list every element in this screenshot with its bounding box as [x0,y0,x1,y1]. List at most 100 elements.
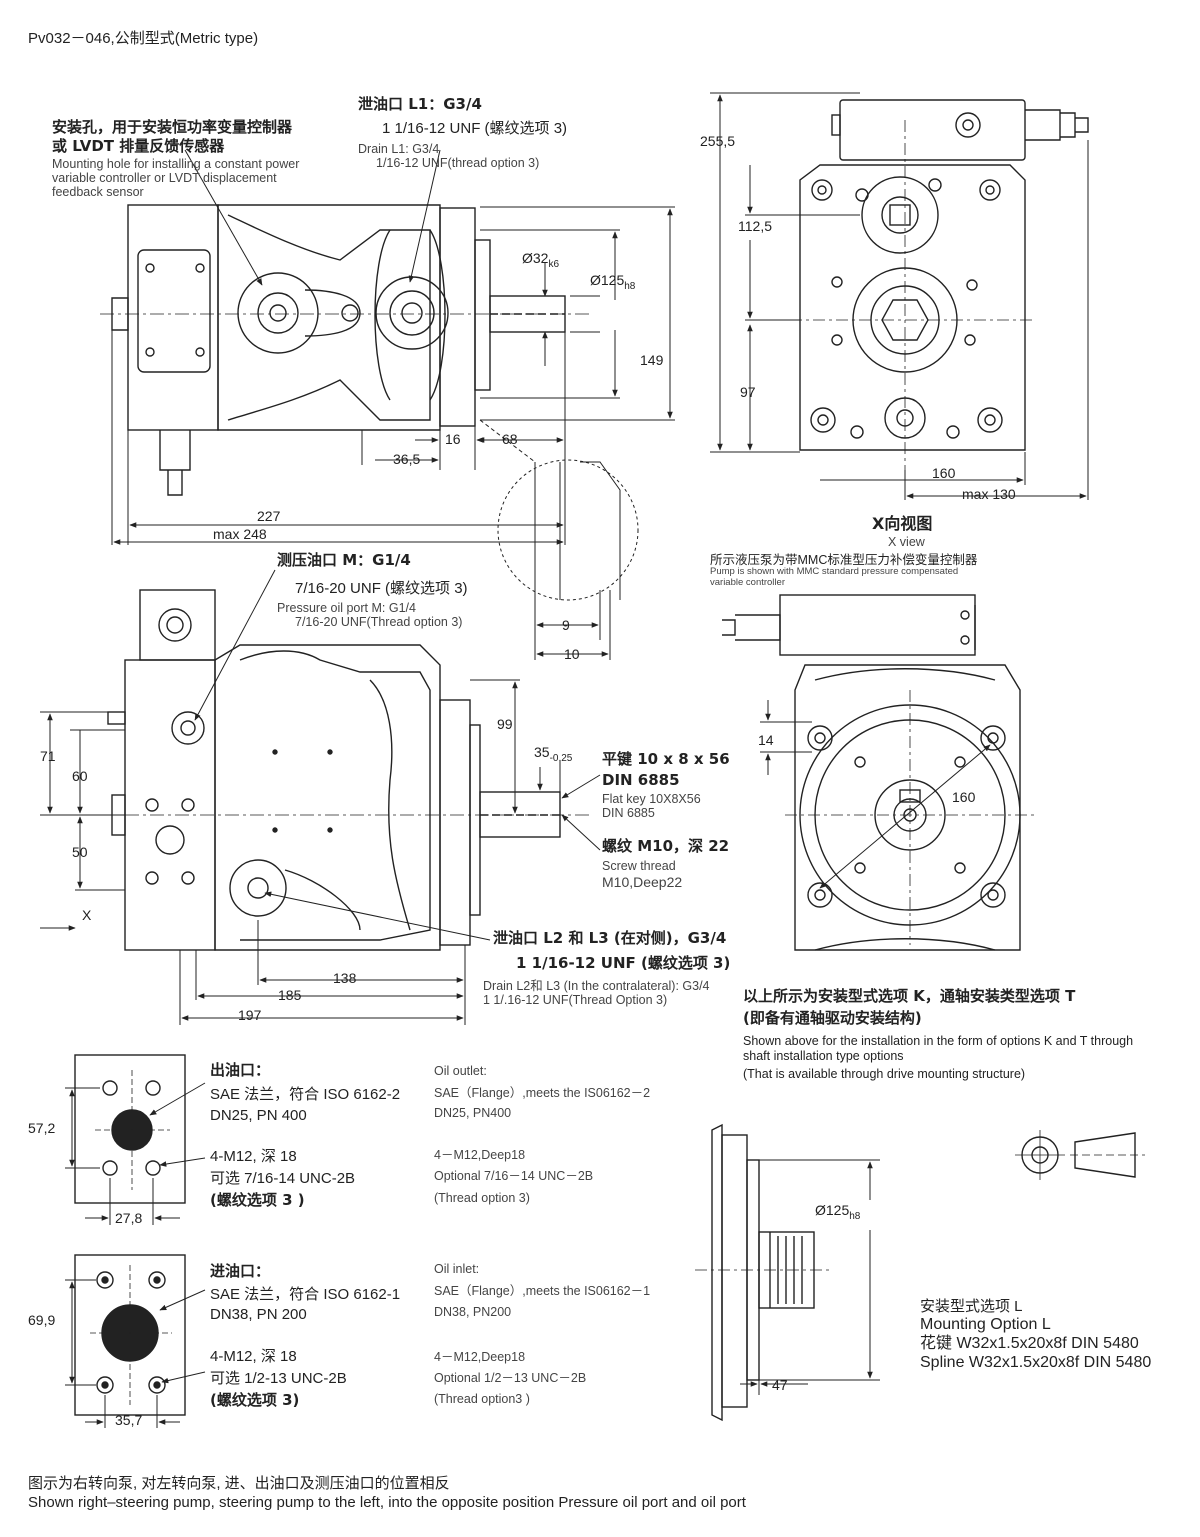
drain-l2-en-2: 1 1/.16-12 UNF(Thread Option 3) [483,993,668,1007]
outlet-en-1: SAE（Flange）,meets the IS06162－2 [434,1086,651,1100]
port-m-en-1: Pressure oil port M: G1/4 [277,601,416,615]
port-m-zh-1: 测压油口 M：G1/4 [277,551,411,569]
dim-112-5: 112,5 [738,218,772,234]
top-view-pump [100,204,590,496]
option-l-dimensions [721,1159,880,1410]
dim-max-130: max 130 [962,486,1016,502]
inlet-zh-2: DN38, PN 200 [210,1306,307,1323]
shown-en-1: Shown above for the installation in the … [743,1034,1134,1048]
key-en-1: Flat key 10X8X56 [602,792,701,806]
dim-35: 35-0,25 [534,744,573,764]
shown-zh-2: (即备有通轴驱动安装结构) [743,1009,922,1027]
front-view-dimensions [760,700,991,889]
option-l-zh-1: 安装型式选项 L [920,1298,1023,1315]
shown-en-3: (That is available through drive mountin… [743,1067,1026,1081]
dim-50: 50 [72,844,88,860]
port-m-en-2: 7/16-20 UNF(Thread option 3) [295,615,463,629]
outlet-zh-2: DN25, PN 400 [210,1107,307,1124]
dim-138: 138 [333,970,357,986]
dim-197: 197 [238,1007,262,1023]
dim-d125: Ø125h8 [590,272,636,292]
screw-en-2: M10,Deep22 [602,874,683,890]
x-direction-label: X [82,907,92,923]
dim-185: 185 [278,987,302,1003]
dim-max-248: max 248 [213,526,267,542]
outlet-en-3: 4－M12,Deep18 [434,1148,526,1162]
screw-zh: 螺纹 M10，深 22 [602,837,730,855]
inlet-dimensions [65,1279,206,1428]
drain-l1-zh-2: 1 1/16-12 UNF (螺纹选项 3) [382,120,568,137]
inlet-zh-1: SAE 法兰，符合 ISO 6162-1 [210,1286,401,1303]
inlet-en-4: Optional 1/2－13 UNC－2B [434,1371,587,1385]
dim-d32: Ø32k6 [522,250,560,270]
drain-l1-en-2: 1/16-12 UNF(thread option 3) [376,156,540,170]
x-view-dimensions [710,92,1089,500]
dim-60: 60 [72,768,88,784]
dim-68: 68 [502,431,518,447]
outlet-zh-5: (螺纹选项 3 ) [210,1191,305,1209]
top-view-dimensions [111,149,675,545]
x-view-note-en-1: Pump is shown with MMC standard pressure… [710,566,959,577]
drain-l1-zh-1: 泄油口 L1：G3/4 [358,95,482,113]
inlet-en-2: DN38, PN200 [434,1305,512,1319]
mount-hole-zh-2: 或 LVDT 排量反馈传感器 [52,137,225,155]
footer-zh: 图示为右转向泵, 对左转向泵, 进、出油口及测压油口的位置相反 [28,1475,450,1492]
dim-227: 227 [257,508,281,524]
dim-14: 14 [758,732,774,748]
mount-hole-en-1: Mounting hole for installing a constant … [52,157,300,171]
option-l-shaft [695,1123,1145,1422]
option-l-en-2: Spline W32x1.5x20x8f DIN 5480 [920,1354,1152,1371]
shown-zh-1: 以上所示为安装型式选项 K，通轴安装类型选项 T [743,987,1076,1005]
front-view-pump [722,594,1035,951]
mount-hole-en-3: feedback sensor [52,185,144,199]
dim-160-x: 160 [932,465,956,481]
x-view-title-zh: X向视图 [872,514,933,533]
outlet-en-5: (Thread option 3) [434,1191,530,1205]
dim-35-7: 35,7 [115,1412,143,1428]
x-view-note-en-2: variable controller [710,577,785,588]
inlet-en-title: Oil inlet: [434,1262,480,1276]
option-l-zh-2: 花键 W32x1.5x20x8f DIN 5480 [920,1335,1139,1352]
dim-10: 10 [564,646,580,662]
x-view-title-en: X view [888,535,925,549]
dim-255-5: 255,5 [700,133,736,149]
key-zh-2: DIN 6885 [602,771,680,789]
dim-69-9: 69,9 [28,1312,56,1328]
key-zh-1: 平键 10 x 8 x 56 [602,750,730,768]
x-view-pump [790,99,1089,470]
page-title: Pv032－046,公制型式(Metric type) [28,30,259,47]
inlet-zh-title: 进油口： [210,1262,271,1280]
outlet-dimensions [65,1082,206,1225]
detail-circle [479,419,639,660]
side-view-pump [100,589,590,951]
outlet-zh-4: 可选 7/16-14 UNC-2B [210,1170,356,1187]
dim-47: 47 [772,1377,788,1393]
dim-149: 149 [640,352,664,368]
inlet-zh-3: 4-M12, 深 18 [210,1348,297,1365]
dim-99: 99 [497,716,513,732]
dim-27-8: 27,8 [115,1210,143,1226]
inlet-flange [74,1254,186,1416]
outlet-en-2: DN25, PN400 [434,1106,512,1120]
inlet-zh-4: 可选 1/2-13 UNC-2B [210,1370,347,1387]
port-m-zh-2: 7/16-20 UNF (螺纹选项 3) [295,580,468,597]
mount-hole-en-2: variable controller or LVDT displacement [52,171,277,185]
dim-d125-option-l: Ø125h8 [815,1202,861,1222]
outlet-zh-3: 4-M12, 深 18 [210,1148,297,1165]
mount-hole-zh-1: 安装孔，用于安装恒功率变量控制器 [52,118,293,136]
drain-l2-zh-1: 泄油口 L2 和 L3 (在对侧)，G3/4 [493,929,727,947]
outlet-en-4: Optional 7/16－14 UNC－2B [434,1169,594,1183]
dim-160-front: 160 [952,789,976,805]
side-view-dimensions [40,569,601,1025]
shown-en-2: shaft installation type options [743,1049,904,1063]
key-en-2: DIN 6885 [602,806,655,820]
dim-97: 97 [740,384,756,400]
drain-l2-en-1: Drain L2和 L3 (In the contralateral): G3/… [483,979,710,993]
dim-71: 71 [40,748,56,764]
dim-9: 9 [562,617,570,633]
inlet-zh-5: (螺纹选项 3) [210,1391,300,1409]
dim-36-5: 36,5 [393,451,421,467]
drain-l2-zh-2: 1 1/16-12 UNF (螺纹选项 3) [516,954,731,972]
footer-en: Shown right–steering pump, steering pump… [28,1494,746,1511]
